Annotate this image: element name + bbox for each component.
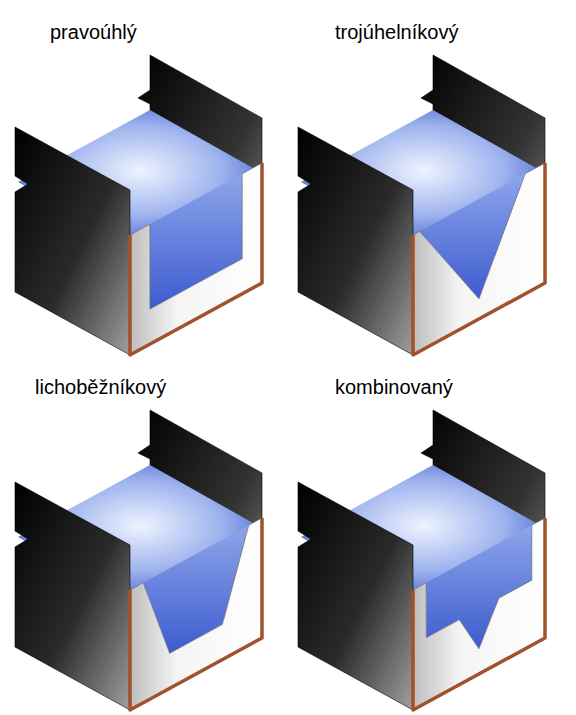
channel-edge <box>413 163 545 355</box>
weir-plate <box>413 163 545 355</box>
combined-weir <box>298 410 545 710</box>
weir-type-label: lichoběžníkový <box>35 375 166 399</box>
channel-edge <box>130 163 262 355</box>
weir-type-label: pravoúhlý <box>50 20 137 44</box>
weir-plate <box>413 518 545 710</box>
side-wall <box>298 482 413 710</box>
side-wall <box>298 127 413 355</box>
channel-edge <box>413 518 545 710</box>
rectangular-weir <box>15 55 262 355</box>
channel-edge <box>130 518 262 710</box>
triangular-weir <box>298 55 545 355</box>
side-wall <box>15 482 130 710</box>
side-wall <box>15 127 130 355</box>
weir-plate <box>130 163 262 355</box>
weir-plate <box>130 518 262 710</box>
weir-type-label: kombinovaný <box>335 375 453 399</box>
trapezoidal-weir <box>15 410 262 710</box>
weir-type-label: trojúhelníkový <box>335 20 458 44</box>
